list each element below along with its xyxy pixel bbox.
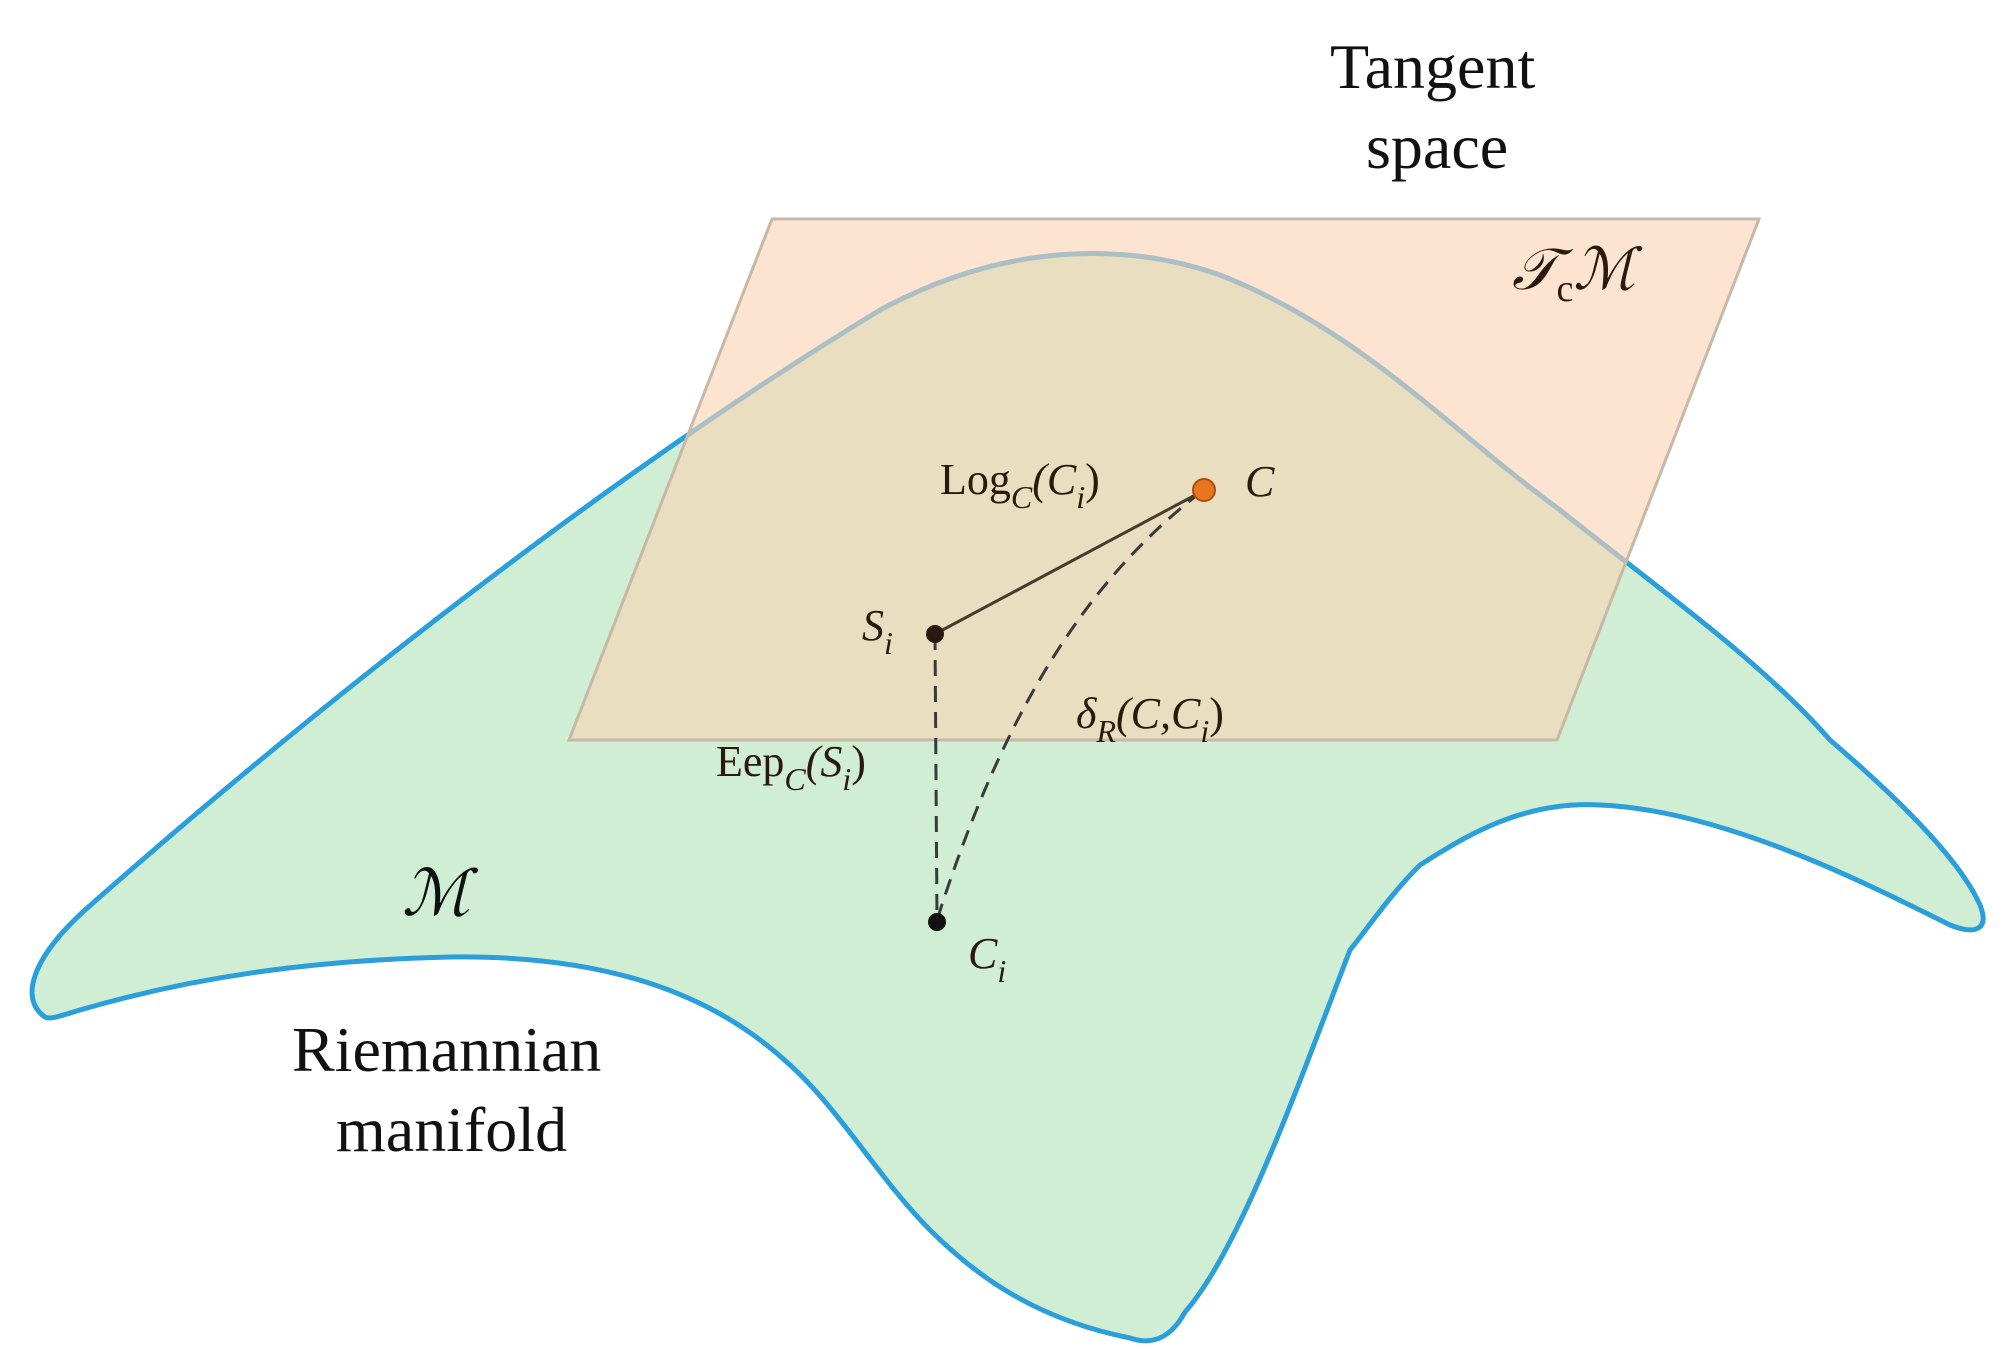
s-i-main: S: [862, 601, 884, 650]
tangent-plane: [566, 217, 1762, 742]
tangent-symbol-sub: c: [1556, 268, 1574, 310]
exp-map-line: [933, 633, 939, 921]
exp-map-label: EepC(Si): [716, 737, 866, 796]
log-arg-sub: i: [1076, 479, 1086, 515]
manifold-symbol: ℳ: [402, 857, 471, 931]
exp-open: (S: [805, 737, 843, 786]
dist-open: (C,C: [1116, 689, 1201, 738]
tangent-symbol-m: ℳ: [1573, 235, 1636, 303]
log-sub: C: [1010, 479, 1033, 515]
exp-arg-sub: i: [842, 761, 852, 797]
manifold-title-line2: manifold: [336, 1094, 568, 1165]
tangent-space-symbol: 𝒯cℳ: [1512, 240, 1635, 308]
dist-arg-sub: i: [1200, 713, 1210, 749]
exp-close: ): [851, 737, 866, 786]
tangent-space-title-line2: space: [1366, 111, 1509, 182]
log-close: ): [1085, 455, 1100, 504]
s-i-sub: i: [884, 625, 893, 661]
geodesic-distance-curve: [935, 490, 1202, 921]
point-c-i-label: Ci: [968, 929, 1006, 988]
distance-label: δR(C,Ci): [1076, 689, 1224, 748]
dist-op: δ: [1076, 689, 1097, 738]
log-op: Log: [940, 455, 1011, 504]
log-map-label: LogC(Ci): [940, 455, 1100, 514]
log-map-line: [934, 490, 1202, 636]
point-c: [1192, 478, 1216, 502]
exp-sub: C: [784, 761, 806, 797]
manifold-title-line1: Riemannian: [292, 1014, 602, 1085]
c-i-sub: i: [997, 953, 1007, 989]
c-i-main: C: [968, 929, 998, 978]
point-s-i-label: Si: [862, 601, 893, 660]
exp-op: Eep: [716, 737, 785, 786]
dist-sub: R: [1096, 713, 1116, 749]
point-c-i: [928, 913, 946, 931]
tangent-space-title-line1: Tangent: [1330, 31, 1536, 102]
point-c-label: C: [1245, 457, 1275, 506]
point-s-i: [926, 625, 944, 643]
tangent-symbol-t: 𝒯: [1512, 235, 1557, 303]
dist-close: ): [1209, 689, 1224, 738]
log-open: (C: [1032, 455, 1077, 504]
